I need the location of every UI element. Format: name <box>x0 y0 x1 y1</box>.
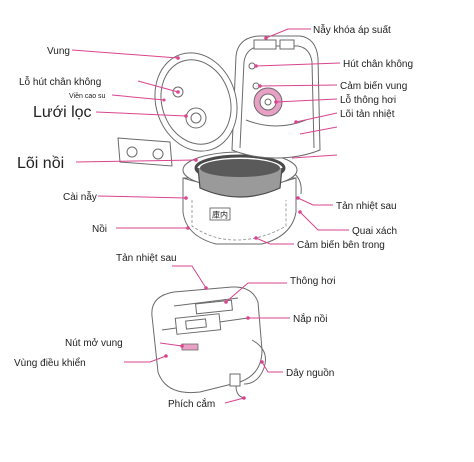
label-vien-cao-su: Viền cao su <box>69 91 166 102</box>
svg-text:Lõi nồi: Lõi nồi <box>17 155 64 172</box>
svg-text:Lỗ thông hơi: Lỗ thông hơi <box>340 93 396 106</box>
label-lo-thong-hoi: Lỗ thông hơi <box>274 93 396 106</box>
label-cam-bien-vung: Cảm biến vung <box>258 80 407 92</box>
svg-text:Thông hơi: Thông hơi <box>290 276 335 287</box>
svg-text:Nồi: Nồi <box>92 223 107 235</box>
svg-text:Cảm biến bên trong: Cảm biến bên trong <box>297 239 385 251</box>
svg-text:Nẫy khóa áp suất: Nẫy khóa áp suất <box>313 23 391 36</box>
svg-text:Hút chân không: Hút chân không <box>343 59 413 70</box>
label-loi-noi: Lõi nồi <box>17 155 198 172</box>
open-cooker-illustration: 庫内 <box>117 35 321 245</box>
label-day-nguon: Dây nguồn <box>260 360 334 379</box>
interior-badge-label: 庫内 <box>212 210 228 220</box>
label-nay-khoa-ap-suat: Nẫy khóa áp suất <box>264 23 391 40</box>
svg-text:Cảm biến vung: Cảm biến vung <box>340 80 407 92</box>
label-loi-tan-nhiet-leader-2 <box>291 126 338 159</box>
svg-text:Lõi tản nhiệt: Lõi tản nhiệt <box>340 109 395 120</box>
svg-text:Dây nguồn: Dây nguồn <box>286 367 334 379</box>
svg-text:Lưới lọc: Lưới lọc <box>33 104 92 121</box>
svg-text:Phích cắm: Phích cắm <box>168 397 215 410</box>
svg-text:Cài nẫy: Cài nẫy <box>63 190 97 203</box>
svg-text:Quai xách: Quai xách <box>352 226 397 237</box>
svg-text:Vùng điều khiển: Vùng điều khiển <box>14 357 86 369</box>
label-lo-hut-chan-khong-left: Lỗ hút chân không <box>19 75 180 94</box>
label-hut-chan-khong: Hút chân không <box>254 59 413 70</box>
svg-text:Lỗ hút chân không: Lỗ hút chân không <box>19 75 101 88</box>
label-cai-nay: Cài nẫy <box>63 190 188 203</box>
label-nap-noi: Nắp nồi <box>246 312 327 325</box>
svg-text:Tản nhiệt sau: Tản nhiệt sau <box>336 201 397 212</box>
label-nut-mo-vung: Nút mở vung <box>65 337 184 349</box>
closed-cooker-illustration <box>151 286 266 399</box>
svg-text:Tản nhiệt sau: Tản nhiệt sau <box>116 253 177 264</box>
svg-text:Vung: Vung <box>47 46 70 57</box>
label-tan-nhiet-sau-top: Tản nhiệt sau <box>296 196 397 212</box>
svg-text:Nút mở vung: Nút mở vung <box>65 337 123 349</box>
svg-text:Nắp nồi: Nắp nồi <box>293 312 327 325</box>
label-quai-xach: Quai xách <box>298 210 397 237</box>
label-vung: Vung <box>47 46 180 60</box>
svg-text:Viền cao su: Viền cao su <box>69 91 106 100</box>
label-vung-dieu-khien: Vùng điều khiển <box>14 354 168 369</box>
label-cam-bien-ben-trong: Cảm biến bên trong <box>254 236 385 251</box>
label-loi-tan-nhiet: Lõi tản nhiệt <box>294 109 395 124</box>
label-luoi-loc: Lưới lọc <box>33 104 188 121</box>
label-phich-cam: Phích cắm <box>168 396 246 410</box>
label-noi: Nồi <box>92 223 190 235</box>
label-tan-nhiet-sau-bottom: Tản nhiệt sau <box>116 253 208 290</box>
label-thong-hoi: Thông hơi <box>224 276 335 304</box>
